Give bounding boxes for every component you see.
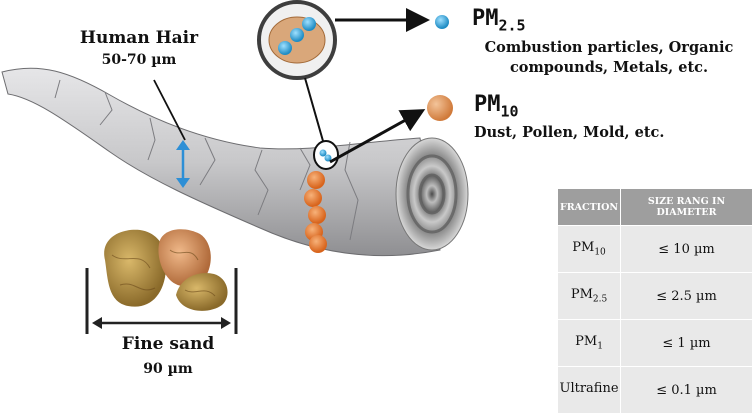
fraction-name: Ultrafine [559, 381, 619, 397]
table-row: PM2.5 ≤ 2.5 µm [556, 272, 753, 320]
pm25-title-subscript: 2.5 [498, 16, 526, 35]
header-fraction: FRACTION [556, 188, 622, 226]
fraction-cell: PM10 [556, 225, 622, 273]
pm10-particle-stack [304, 171, 327, 253]
table-header-row: FRACTION SIZE RANG IN DIAMETER [556, 188, 753, 226]
fraction-name: PM [575, 334, 598, 350]
table-row: Ultrafine ≤ 0.1 µm [556, 366, 753, 414]
pm25-description: Combustion particles, Organic compounds,… [484, 39, 734, 76]
hair-diameter-arrow [176, 140, 190, 188]
hair-label: Human Hair [79, 28, 199, 48]
fraction-name: PM [570, 287, 593, 303]
size-cell: ≤ 10 µm [620, 225, 753, 273]
pm10-title-subscript: 10 [500, 102, 519, 121]
sand-size: 90 µm [143, 361, 193, 377]
size-cell: ≤ 2.5 µm [620, 272, 753, 320]
zoom-link-line [304, 77, 324, 142]
size-table: FRACTION SIZE RANG IN DIAMETER PM10 ≤ 10… [556, 188, 753, 414]
pm25-zoom-circle [257, 0, 337, 80]
pm10-title-prefix: PM [474, 92, 501, 117]
sand-label: Fine sand [121, 334, 215, 354]
table-row: PM10 ≤ 10 µm [556, 225, 753, 273]
pm25-icon [435, 15, 449, 29]
table-row: PM1 ≤ 1 µm [556, 319, 753, 367]
fraction-subscript: 2.5 [592, 294, 608, 305]
pm10-title: PM10 [474, 92, 519, 120]
pm25-on-hair-highlight [313, 140, 339, 170]
pm25-title: PM2.5 [472, 6, 526, 34]
fraction-subscript: 10 [594, 247, 606, 258]
hair-pointer-line [153, 79, 186, 141]
pm10-icon [427, 95, 453, 121]
sand-grains [104, 229, 228, 311]
fraction-cell: PM1 [556, 319, 622, 367]
fraction-name: PM [572, 240, 595, 256]
hair-size: 50-70 µm [101, 52, 177, 68]
fraction-subscript: 1 [597, 341, 603, 352]
pm10-description: Dust, Pollen, Mold, etc. [474, 124, 665, 141]
pm25-title-prefix: PM [472, 6, 499, 31]
pm10-arrow [329, 109, 426, 164]
header-size-range: SIZE RANG IN DIAMETER [620, 188, 753, 226]
fraction-cell: PM2.5 [556, 272, 622, 320]
size-cell: ≤ 0.1 µm [620, 366, 753, 414]
fraction-cell: Ultrafine [556, 366, 622, 414]
hair-strand [1, 67, 469, 257]
sand-size-bracket [85, 268, 238, 334]
size-cell: ≤ 1 µm [620, 319, 753, 367]
